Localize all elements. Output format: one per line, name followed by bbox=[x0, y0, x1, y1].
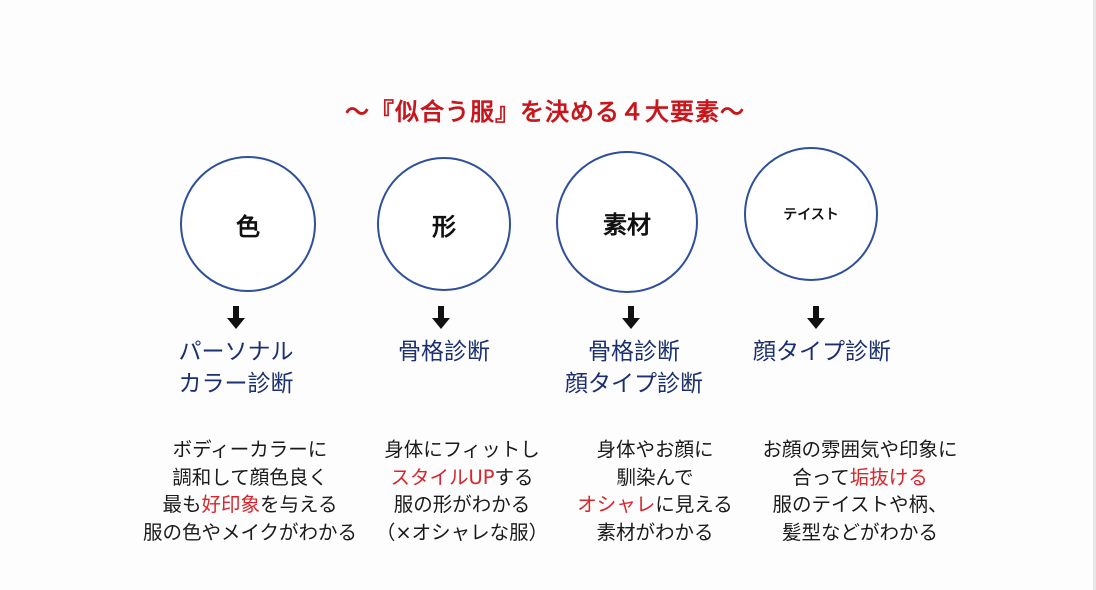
text: 服の形がわかる bbox=[393, 493, 531, 516]
arrow-down-icon bbox=[807, 306, 825, 329]
description-line: 身体やお顔に bbox=[577, 436, 732, 464]
text: 服の色やメイクがわかる bbox=[142, 520, 358, 544]
element-label: 色 bbox=[236, 212, 260, 241]
description-line: オシャレに見える bbox=[577, 491, 732, 519]
text: 身体やお顔に bbox=[596, 438, 714, 461]
diagnosis-label: パーソナルカラー診断 bbox=[179, 336, 294, 400]
text: 素材がわかる bbox=[596, 520, 714, 544]
element-description: 身体にフィットしスタイルUPする服の形がわかる（×オシャレな服） bbox=[376, 436, 548, 546]
description-line: 服の形がわかる bbox=[376, 491, 548, 519]
edge-strip bbox=[1093, 0, 1096, 590]
diagnosis-line: 顔タイプ診断 bbox=[753, 339, 891, 365]
text: する bbox=[494, 465, 534, 489]
description-line: 最も好印象を与える bbox=[143, 491, 357, 519]
arrow-down-icon bbox=[622, 306, 640, 329]
highlight-text: 垢抜ける bbox=[849, 465, 928, 489]
element-label: 素材 bbox=[603, 210, 651, 239]
arrow-down-icon bbox=[432, 306, 450, 329]
diagnosis-line: 顔タイプ診断 bbox=[565, 371, 703, 397]
text: 髪型などがわかる bbox=[781, 520, 939, 544]
arrow-down-icon bbox=[227, 306, 245, 329]
description-line: 馴染んで bbox=[577, 464, 732, 492]
text: 馴染んで bbox=[616, 465, 694, 489]
highlight-text: スタイルUP bbox=[390, 465, 495, 489]
text: 服のテイストや柄、 bbox=[772, 493, 948, 516]
description-line: 素材がわかる bbox=[577, 519, 732, 547]
description-line: 調和して顔色良く bbox=[143, 464, 357, 492]
diagnosis-label: 骨格診断顔タイプ診断 bbox=[565, 336, 703, 400]
text: お顔の雰囲気や印象に bbox=[762, 438, 958, 461]
description-line: 服の色やメイクがわかる bbox=[143, 519, 357, 547]
description-line: （×オシャレな服） bbox=[376, 519, 548, 547]
text: 調和して顔色良く bbox=[172, 465, 328, 489]
description-line: 合って垢抜ける bbox=[762, 464, 957, 492]
text: 合って bbox=[792, 465, 850, 489]
text: を与える bbox=[260, 493, 338, 516]
highlight-text: オシャレ bbox=[577, 493, 656, 516]
text: 身体にフィットし bbox=[384, 438, 540, 461]
element-circle: 色 bbox=[180, 156, 316, 292]
element-circle: 素材 bbox=[556, 151, 698, 293]
diagnosis-label: 骨格診断 bbox=[398, 336, 490, 368]
text: （×オシャレな服） bbox=[375, 520, 549, 544]
diagnosis-line: パーソナル bbox=[178, 339, 294, 365]
element-circle: 形 bbox=[377, 157, 511, 291]
element-circle: テイスト bbox=[744, 147, 878, 281]
diagnosis-line: カラー診断 bbox=[178, 371, 294, 397]
element-label: テイスト bbox=[783, 207, 839, 223]
diagnosis-line: 骨格診断 bbox=[588, 339, 680, 365]
description-line: ボディーカラーに bbox=[143, 436, 357, 464]
text: 最も bbox=[162, 493, 202, 516]
diagnosis-line: 骨格診断 bbox=[398, 339, 490, 365]
element-description: ボディーカラーに調和して顔色良く最も好印象を与える服の色やメイクがわかる bbox=[143, 436, 357, 546]
description-line: 服のテイストや柄、 bbox=[762, 491, 957, 519]
slide-title: 〜『似合う服』を決める４大要素〜 bbox=[345, 98, 745, 126]
element-label: 形 bbox=[432, 212, 456, 241]
description-line: 身体にフィットし bbox=[376, 436, 548, 464]
description-line: 髪型などがわかる bbox=[762, 519, 957, 547]
text: に見える bbox=[655, 493, 733, 516]
element-description: お顔の雰囲気や印象に合って垢抜ける服のテイストや柄、髪型などがわかる bbox=[762, 436, 957, 546]
element-description: 身体やお顔に馴染んでオシャレに見える素材がわかる bbox=[577, 436, 732, 546]
description-line: スタイルUPする bbox=[376, 464, 548, 492]
text: ボディーカラーに bbox=[172, 438, 328, 461]
highlight-text: 好印象 bbox=[201, 493, 261, 516]
diagnosis-label: 顔タイプ診断 bbox=[753, 336, 891, 368]
description-line: お顔の雰囲気や印象に bbox=[762, 436, 957, 464]
